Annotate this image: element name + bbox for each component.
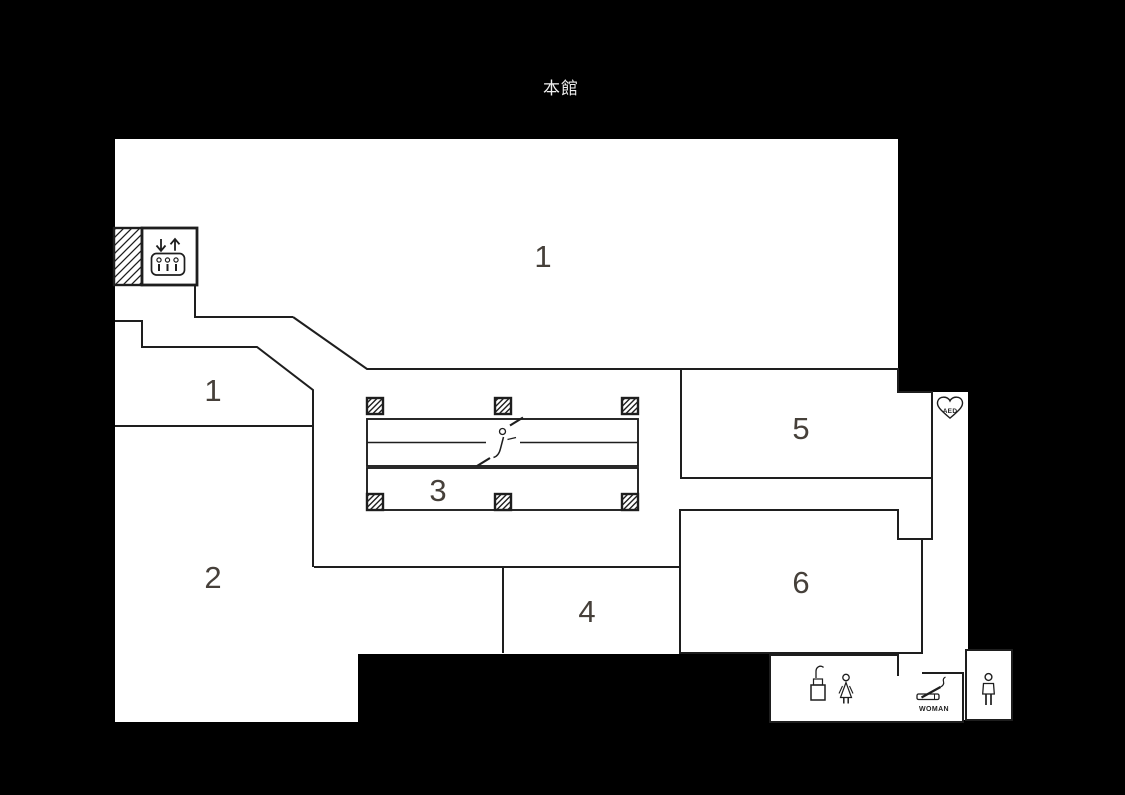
woman-legs	[843, 698, 849, 704]
escalator-block	[366, 416, 639, 467]
lipstick-band	[812, 678, 824, 686]
room-1-label: 1	[534, 239, 551, 274]
elevator-person-3	[173, 257, 179, 263]
escalator-rail-lower	[476, 457, 491, 467]
corridor-1-label: 1	[204, 373, 221, 408]
escalator-person-body	[493, 436, 505, 459]
elevator-person-bodies	[158, 264, 177, 271]
elevator-up-arrow	[169, 237, 181, 251]
interior-walls	[115, 285, 1013, 723]
lipstick-icon	[810, 665, 826, 701]
powder-room-icons	[810, 665, 854, 704]
pillar-bottom-middle	[493, 492, 513, 512]
room-3-label: 3	[429, 473, 446, 508]
lipstick-tip	[815, 665, 824, 678]
escalator-rail-upper	[509, 416, 524, 427]
wall-corridor-left	[115, 320, 314, 567]
pillar-bottom-right	[620, 492, 640, 512]
pillar-top-left	[365, 396, 385, 416]
pillars	[365, 396, 640, 512]
room-6-label: 6	[792, 565, 809, 600]
aed-station: AED	[936, 396, 964, 420]
building-title: 本館	[543, 79, 579, 98]
aed-label: AED	[943, 408, 958, 415]
man-torso	[981, 682, 996, 695]
woman-dress	[839, 680, 853, 699]
room-5-outline	[680, 368, 933, 479]
room-6-outline	[679, 509, 923, 654]
escalator-handrail-tick	[507, 436, 517, 441]
aed-heart-icon	[936, 396, 964, 420]
smoking-room-label: WOMAN	[919, 706, 949, 713]
wall-right-corridor	[922, 478, 933, 540]
man-head	[984, 672, 993, 682]
elevator-block	[112, 226, 199, 287]
man-legs	[985, 694, 992, 705]
cigarette-smoke	[940, 676, 946, 688]
pillar-top-middle	[493, 396, 513, 416]
room-2-label: 2	[204, 560, 221, 595]
elevator-down-arrow	[155, 239, 167, 253]
elevator-icon	[150, 237, 186, 276]
pillar-bottom-left	[365, 492, 385, 512]
smoking-room: WOMAN	[916, 676, 949, 713]
woman-head	[842, 673, 850, 682]
room-4-label: 4	[578, 594, 595, 629]
elevator-person-1	[156, 257, 162, 263]
restroom-walls	[769, 654, 964, 723]
man-figure-icon	[981, 672, 996, 705]
mens-room-outline	[965, 649, 1013, 721]
cigarette-icon	[916, 676, 946, 701]
elevator-person-2	[164, 257, 171, 263]
room-5-label: 5	[792, 411, 809, 446]
elevator-car	[150, 252, 186, 276]
escalator-person-head	[498, 427, 507, 436]
elevator-room	[140, 226, 199, 287]
escalator-icon	[476, 416, 524, 467]
pillar-top-right	[620, 396, 640, 416]
wall-upper-left	[194, 285, 293, 318]
cigarette-diagonal	[920, 686, 942, 699]
woman-arms	[838, 685, 854, 694]
elevator-shaft-hatch	[112, 226, 144, 287]
woman-figure-icon	[838, 673, 854, 704]
